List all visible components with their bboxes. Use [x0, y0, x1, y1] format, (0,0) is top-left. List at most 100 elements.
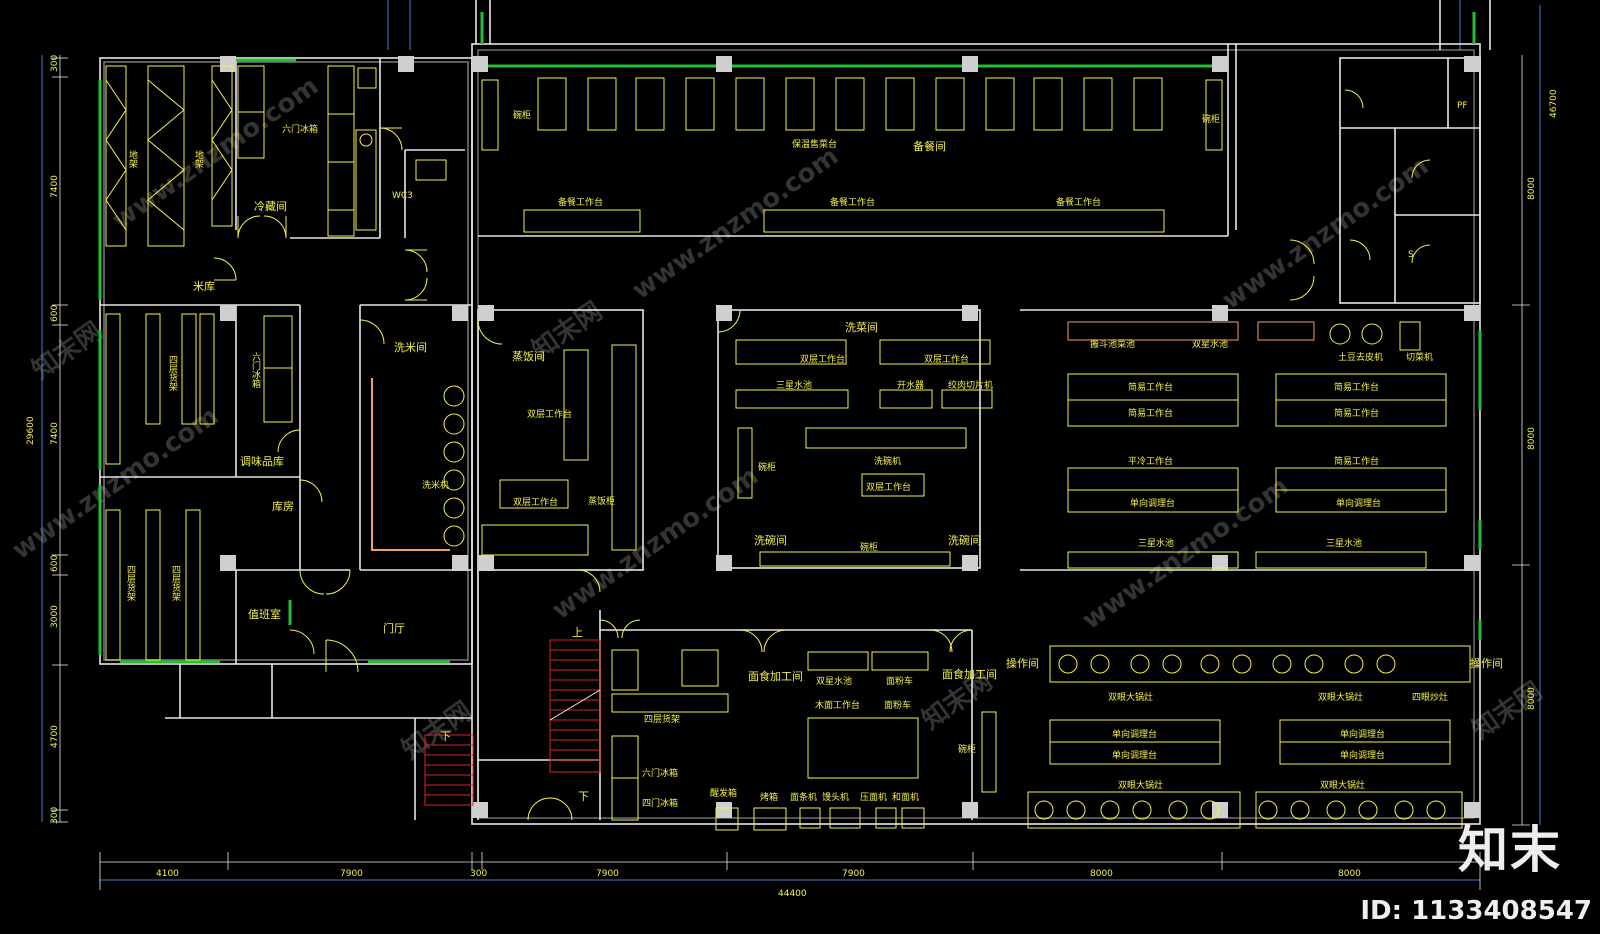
room-duty: 值班室	[248, 607, 281, 621]
label-bowl-cabinet: 碗柜	[860, 541, 878, 553]
room-dish-wash-right: 洗碗间	[948, 533, 981, 547]
label-noodle-machine: 面条机	[790, 791, 817, 803]
label-water-boiler: 开水器	[897, 379, 924, 391]
label-single-station: 单向调理台	[1112, 728, 1157, 740]
label-triple-sink: 三星水池	[1138, 537, 1174, 549]
label-mixer: 和面机	[892, 791, 919, 803]
dim-left-total: 29600	[26, 416, 36, 445]
watermark-logo: 知末网	[27, 316, 108, 385]
label-floor-rack: 地架	[127, 149, 138, 169]
doors	[213, 89, 1431, 821]
watermark-text: www.znzmo.com	[7, 401, 224, 566]
label-big-wok: 双眼大锅灶	[1318, 691, 1363, 703]
label-simple-table: 简易工作台	[1334, 381, 1379, 393]
label-prep-table: 备餐工作台	[830, 196, 875, 208]
label-flat-cold-table: 平冷工作台	[1128, 455, 1173, 467]
watermark-logo: 知末网	[1467, 676, 1548, 745]
room-pf: PF	[1457, 101, 1468, 111]
watermark-text: www.znzmo.com	[1217, 151, 1434, 316]
equipment-labels: 地架 地架 六门冰箱 六门冰箱 四层货架 四层货架 四层货架 洗米机 双层工作台…	[125, 109, 1448, 809]
dim-left: 300	[50, 807, 60, 824]
dim-left: 300	[50, 55, 60, 72]
label-shelf-4: 四层货架	[644, 713, 680, 725]
label-double-table: 双层工作台	[513, 496, 558, 508]
dim-bottom: 7900	[340, 869, 363, 879]
label-single-station: 单向调理台	[1130, 497, 1175, 509]
label-veg-cutter: 切菜机	[1406, 351, 1433, 363]
label-single-station: 单向调理台	[1340, 728, 1385, 740]
label-bowl-cabinet: 碗柜	[1202, 113, 1220, 125]
stair-down: 下	[440, 730, 451, 743]
dim-right: 8000	[1527, 177, 1537, 200]
dim-bottom-total: 44400	[778, 889, 807, 899]
label-triple-sink: 三星水池	[1326, 537, 1362, 549]
dimension-lines	[41, 0, 1541, 890]
label-warm-cart: 保温售菜台	[792, 138, 837, 150]
label-four-tier-rack: 四层货架	[125, 565, 136, 602]
room-seasoning: 调味品库	[240, 455, 284, 468]
room-prep: 备餐间	[913, 139, 946, 153]
stair-labels: 上 下 下	[440, 626, 589, 803]
label-four-tier-rack: 四层货架	[170, 565, 181, 602]
room-op-right: 操作间	[1470, 656, 1503, 670]
label-big-wok: 双眼大锅灶	[1320, 779, 1365, 791]
label-single-station: 单向调理台	[1340, 749, 1385, 761]
label-bowl-cabinet: 碗柜	[513, 109, 531, 121]
dim-right-total: 46700	[1549, 89, 1559, 118]
room-warehouse: 库房	[272, 500, 294, 513]
label-prep-table: 备餐工作台	[1056, 196, 1101, 208]
stair-up: 上	[572, 626, 583, 639]
dim-left: 600	[50, 305, 60, 322]
label-six-door-fridge: 六门冰箱	[642, 767, 678, 779]
room-pasta-right: 面食加工间	[942, 667, 997, 681]
dim-right: 8000	[1527, 427, 1537, 450]
dim-bottom: 8000	[1338, 869, 1361, 879]
room-labels: 冷藏间 米库 调味品库 库房 值班室 门厅 洗米间 蒸饭间 备餐间 洗菜间 洗碗…	[193, 101, 1503, 683]
watermark-text: www.znzmo.com	[1077, 471, 1294, 636]
room-veg-wash: 洗菜间	[845, 321, 878, 334]
label-four-door-fridge: 四门冰箱	[642, 797, 678, 809]
image-id: ID: 1133408547	[1360, 896, 1592, 926]
label-potato-peeler: 土豆去皮机	[1338, 351, 1383, 363]
dim-left: 7400	[50, 422, 60, 445]
label-double-table: 双层工作台	[527, 408, 572, 420]
label-simple-table: 简易工作台	[1334, 455, 1379, 467]
label-bun-machine: 馒头机	[822, 791, 849, 803]
label-double-sink: 双星水池	[1192, 338, 1228, 350]
watermark-text: www.znzmo.com	[547, 461, 764, 626]
label-double-table: 双层工作台	[924, 353, 969, 365]
columns	[220, 56, 1480, 818]
stair-down: 下	[578, 790, 589, 803]
label-double-table: 双层工作台	[800, 353, 845, 365]
room-steam: 蒸饭间	[512, 350, 545, 363]
dim-bottom: 7900	[842, 869, 865, 879]
label-noodle-cart: 面粉车	[884, 699, 911, 711]
label-wood-table: 木面工作台	[815, 699, 860, 711]
label-dough-cart: 面粉车	[886, 675, 913, 687]
label-steam-cabinet: 蒸饭柜	[588, 495, 615, 507]
room-s: S	[1408, 250, 1414, 260]
label-six-door-fridge: 六门冰箱	[282, 123, 318, 135]
label-bowl-cabinet: 碗柜	[958, 743, 976, 755]
label-simple-table: 简易工作台	[1128, 381, 1173, 393]
watermark-text: www.znzmo.com	[107, 71, 324, 236]
label-big-wok: 双眼大锅灶	[1108, 691, 1153, 703]
label-triple-sink: 三星水池	[776, 379, 812, 391]
dimension-texts: 29600 300 7400 600 7400 600 3000 4700 30…	[26, 55, 1559, 899]
room-rice-store: 米库	[193, 280, 215, 293]
dim-left: 600	[50, 555, 60, 572]
label-floor-rack: 地架	[193, 149, 204, 169]
brand-logo: 知末	[1458, 821, 1562, 879]
label-four-tier-rack: 四层货架	[167, 355, 178, 392]
dim-bottom: 7900	[596, 869, 619, 879]
label-bowl-cabinet: 碗柜	[758, 461, 776, 473]
label-simple-table: 简易工作台	[1128, 407, 1173, 419]
label-single-station: 单向调理台	[1112, 749, 1157, 761]
label-six-door-fridge: 六门冰箱	[250, 351, 261, 389]
room-pasta-left: 面食加工间	[748, 669, 803, 683]
dim-left: 4700	[50, 725, 60, 748]
fixtures	[105, 65, 1471, 831]
dim-left: 3000	[50, 605, 60, 628]
watermark-text: www.znzmo.com	[627, 141, 844, 306]
